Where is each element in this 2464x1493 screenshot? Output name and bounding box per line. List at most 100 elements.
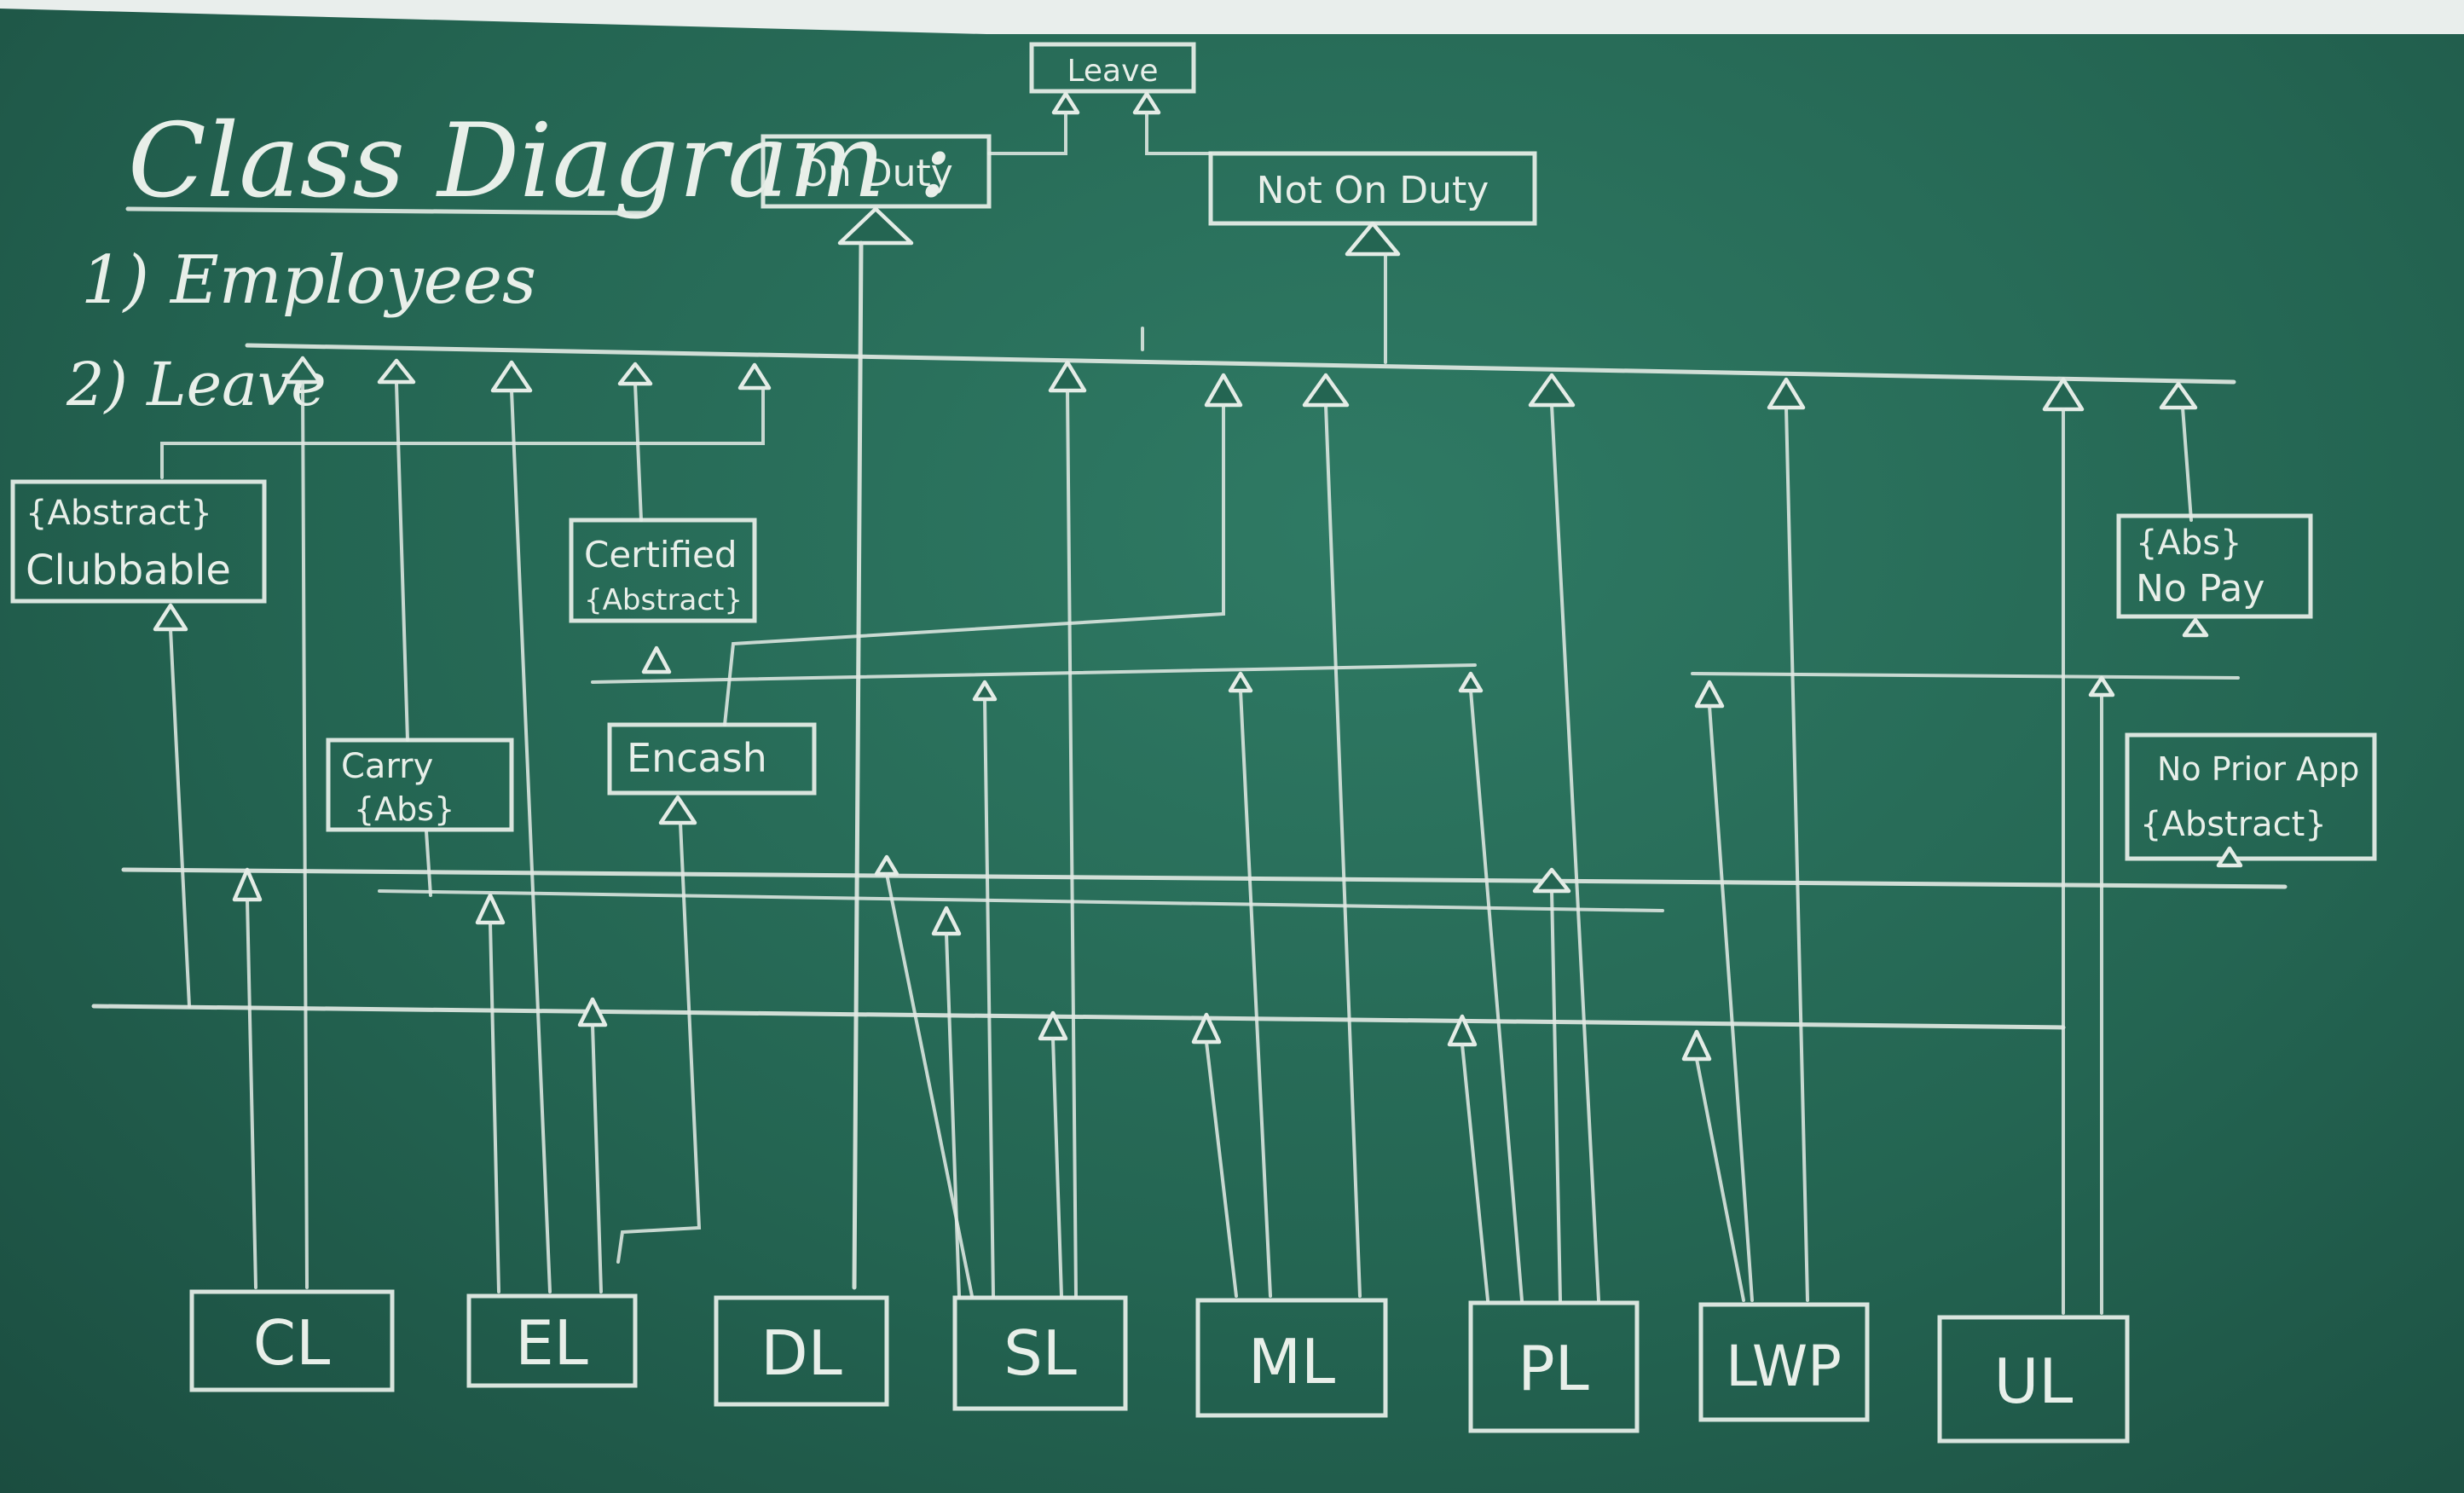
ml-arrow-bus — [1302, 373, 1350, 408]
lwp-line-a — [1695, 1057, 1745, 1302]
class-el: EL — [466, 1293, 638, 1388]
carry-arrow-bus — [377, 358, 416, 385]
clubbable-stem — [169, 628, 191, 1008]
class-on-duty-label: On Duty — [798, 152, 953, 195]
main-bus — [245, 343, 2236, 385]
class-encash-label: Encash — [627, 735, 767, 781]
pl-line-a — [1460, 1043, 1489, 1302]
class-no-prior-app-label: No Prior App — [2157, 750, 2359, 788]
class-no-prior-app-stereotype: {Abstract} — [2140, 805, 2327, 844]
el-to-encash-line — [616, 821, 702, 1264]
class-cl-box — [189, 1289, 395, 1392]
class-ml-label: ML — [1248, 1326, 1335, 1398]
pl-line-b — [1469, 689, 1524, 1302]
ml-certified-arrow — [1228, 671, 1253, 693]
class-dl: DL — [714, 1295, 889, 1407]
notonduty-to-leave-link — [1145, 111, 1212, 155]
class-ul: UL — [1937, 1315, 2130, 1444]
class-dl-box — [714, 1295, 889, 1407]
el-line-c — [591, 1023, 603, 1293]
lwp-clubbable-arrow — [1681, 1029, 1712, 1062]
class-on-duty-box — [761, 134, 992, 209]
sl-arrow-bus — [1048, 360, 1087, 393]
onduty-to-leave-link — [987, 111, 1067, 155]
class-no-pay-label: No Pay — [2136, 567, 2264, 611]
class-pl-box — [1468, 1300, 1640, 1433]
class-ul-box — [1937, 1315, 2130, 1444]
clubbable-arrow — [153, 603, 188, 632]
class-carry-stereotype: {Abs} — [354, 790, 454, 828]
class-encash-box — [607, 722, 817, 796]
class-no-prior-app: No Prior App {Abstract} — [2125, 732, 2377, 861]
encash-arrow — [658, 795, 697, 825]
clubbable-arrow-bus — [737, 362, 772, 391]
class-ml-box — [1195, 1298, 1388, 1418]
lwp-nopay-arrow — [1694, 680, 1725, 709]
class-sl: SL — [952, 1295, 1128, 1411]
class-pl: PL — [1468, 1300, 1640, 1433]
no-pay-stem — [2181, 406, 2193, 522]
no-pay-bus — [1691, 672, 2240, 680]
el-arrow-bus — [490, 360, 533, 393]
pl-certified-arrow — [1458, 671, 1484, 693]
pl-arrow-bus — [1528, 373, 1576, 408]
clubbable-connector — [160, 389, 765, 479]
sl-carry-arrow — [931, 906, 962, 936]
leave-arrow-right — [1132, 91, 1161, 115]
encash-to-notonduty-link — [723, 403, 1225, 726]
ul-arrow-bus — [2042, 377, 2085, 412]
pl-line-c — [1550, 889, 1562, 1302]
cl-noprior-arrow — [232, 867, 263, 902]
sl-line-b — [983, 697, 995, 1298]
class-pl-label: PL — [1518, 1333, 1589, 1404]
class-dl-label: DL — [761, 1317, 842, 1389]
sl-certified-arrow — [972, 680, 998, 702]
pl-line-d — [1550, 403, 1600, 1302]
no-prior-app-bus — [121, 867, 2288, 889]
class-lwp: LWP — [1698, 1302, 1870, 1422]
class-leave: Leave — [1029, 42, 1196, 94]
no-pay-arrow-bus — [2159, 381, 2198, 410]
lwp-line-b — [1708, 704, 1754, 1302]
sl-line-a — [885, 872, 974, 1298]
ml-line-b — [1239, 689, 1272, 1298]
cl-line-a — [246, 898, 257, 1289]
clubbable-bus — [91, 1004, 2066, 1030]
board-title: Class Diagram : — [128, 102, 952, 221]
list-item-employees: 1) Employees — [81, 242, 536, 319]
class-lwp-box — [1698, 1302, 1870, 1422]
class-no-pay-box — [2116, 513, 2313, 619]
class-encash: Encash — [607, 722, 817, 796]
class-carry-box — [326, 738, 514, 832]
el-carry-arrow — [475, 893, 506, 925]
ml-line-a — [1205, 1040, 1238, 1298]
class-sl-box — [952, 1295, 1128, 1411]
class-cl: CL — [189, 1289, 395, 1392]
sl-line-d — [1051, 1037, 1063, 1298]
class-leave-box — [1029, 42, 1196, 94]
ml-line-c — [1324, 403, 1362, 1298]
certified-arrow-bus — [617, 362, 653, 386]
class-carry: Carry {Abs} — [326, 738, 514, 832]
class-leave-label: Leave — [1067, 54, 1158, 89]
class-clubbable: {Abstract} Clubbable — [10, 479, 267, 604]
class-clubbable-stereotype: {Abstract} — [26, 494, 212, 533]
class-sl-label: SL — [1004, 1317, 1077, 1389]
class-lwp-label: LWP — [1726, 1334, 1842, 1399]
class-not-on-duty: Not On Duty — [1208, 151, 1537, 226]
leave-arrow-left — [1051, 91, 1080, 115]
carry-bottom-stem — [425, 830, 432, 897]
class-certified: Certified {Abstract} — [569, 518, 757, 623]
dl-noprior-arrow — [874, 854, 899, 877]
sl-line-c — [945, 932, 961, 1298]
carry-stem — [395, 382, 409, 742]
carry-bus — [378, 889, 1664, 912]
list-item-leave: 2) Leave — [66, 350, 327, 420]
on-duty-arrow — [837, 206, 914, 246]
class-certified-label: Certified — [584, 534, 737, 576]
class-ul-label: UL — [1994, 1345, 2074, 1417]
title-underline — [125, 206, 651, 216]
class-ml: ML — [1195, 1298, 1388, 1418]
